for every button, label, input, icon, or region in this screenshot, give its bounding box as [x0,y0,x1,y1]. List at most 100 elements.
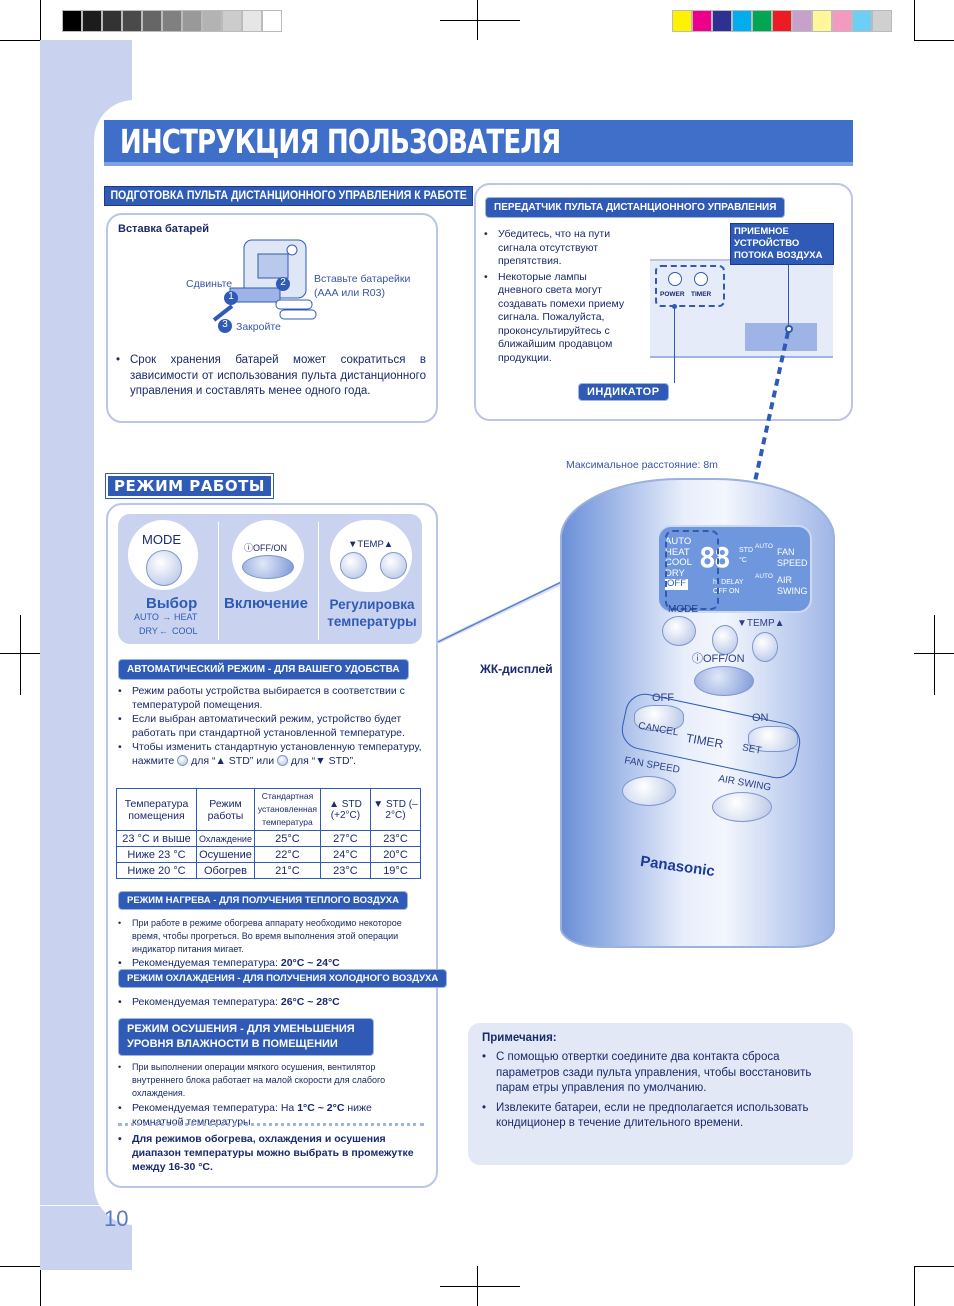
registration-swatch [182,10,202,32]
temp-adjust-label: Регулировка температуры [327,597,417,629]
gray-registration-strip [62,10,282,32]
lcd-highlight [665,530,719,610]
temp-down-button[interactable] [340,552,367,579]
crop-mark [934,615,935,695]
crop-mark [914,40,954,41]
receiver-leader [788,255,789,327]
lcd-display: AUTO HEAT COOL DRY OFF 88 STD °C hr DELA… [657,525,812,613]
offon-button[interactable] [242,555,294,579]
temp-buttons-label: ▼TEMP▲ [348,539,394,550]
mode-button-label: MODE [142,532,181,547]
lcd-auto1: AUTO [755,543,773,550]
lcd-unit: °C [739,557,747,564]
transmitter-header: ПЕРЕДАТЧИК ПУЛЬТА ДИСТАНЦИОННОГО УПРАВЛЕ… [485,197,786,218]
crop-mark [0,40,40,41]
registration-swatch [852,10,872,32]
transmitter-bullets: Убедитесь, что на пути сигнала отсутству… [484,228,634,366]
indicator-dot [672,304,677,309]
registration-swatch [792,10,812,32]
heat-mode-header: РЕЖИМ НАГРЕВА - ДЛЯ ПОЛУЧЕНИЯ ТЕПЛОГО ВО… [118,891,409,910]
registration-swatch [202,10,222,32]
remote-offon-button[interactable] [694,666,754,696]
table-row: 23 °C и выше Охлаждение 25°C 27°C 23°C [115,830,422,847]
table-row: Ниже 23 °C Осушение 22°C 24°C 20°C [115,846,422,863]
title-bar: ИНСТРУКЦИЯ ПОЛЬЗОВАТЕЛЯ [104,120,853,166]
lcd-delay2: OFF ON [713,588,740,595]
registration-swatch [162,10,182,32]
receiver-label: ПРИЕМНОЕ УСТРОЙСТВО ПОТОКА ВОЗДУХА [730,223,834,265]
registration-swatch [82,10,102,32]
registration-swatch [832,10,852,32]
lcd-std: STD [739,547,753,554]
remote-fan-speed-label: FAN SPEED [623,755,681,776]
arrow-right-icon: → [162,612,171,622]
remote-mode-button[interactable] [662,616,696,646]
divider [218,522,219,640]
power-lamp-icon [668,272,682,286]
registration-swatch [712,10,732,32]
indicator-area [655,265,725,307]
remote-offon-label: ⓘOFF/ON [692,653,745,665]
registration-swatch [692,10,712,32]
max-distance: Максимальное расстояние: 8m [566,459,718,471]
crop-mark [40,0,41,40]
indicator-leader [674,309,675,383]
power-label: Включение [224,595,308,612]
step-1-badge: 1 [224,291,238,305]
insert-label: Вставьте батарейки (ААА или R03) [314,273,411,299]
remote-mode-label: MODE [668,604,698,615]
registration-swatch [672,10,692,32]
remote-off-label: OFF [652,692,674,704]
remote-temp-down-button[interactable] [712,625,738,655]
crop-mark [0,1266,40,1267]
dry-mode-bullets: При выполнении операции мягкого осушения… [118,1061,426,1130]
cool-mode-header: РЕЖИМ ОХЛАЖДЕНИЯ - ДЛЯ ПОЛУЧЕНИЯ ХОЛОДНО… [118,969,448,988]
remote-air-swing-button[interactable] [712,792,772,822]
temp-up-button[interactable] [380,552,407,579]
registration-swatch [102,10,122,32]
mode-header: РЕЖИМ РАБОТЫ [105,473,274,499]
crop-mark [20,615,21,695]
auto-mode-table: Температура помещения Режим работы Станд… [115,788,422,879]
crop-mark [477,1266,478,1306]
lcd-delay: hr DELAY [713,579,744,586]
page-number: 10 [104,1206,129,1231]
registration-swatch [242,10,262,32]
dry-mode-header: РЕЖИМ ОСУШЕНИЯ - ДЛЯ УМЕНЬШЕНИЯ УРОВНЯ В… [118,1018,374,1056]
registration-swatch [872,10,892,32]
page-title: ИНСТРУКЦИЯ ПОЛЬЗОВАТЕЛЯ [119,122,561,161]
receiver-window [745,323,817,351]
signal-path [750,331,790,496]
remote-off-timer-button[interactable] [634,705,684,731]
select-label: Выбор [146,595,198,612]
temp-up-inline-icon [177,755,189,767]
power-label: POWER [660,291,685,298]
brand-logo: Panasonic [639,852,716,881]
arrow-left-icon: ← [159,626,168,636]
auto-mode-header: АВТОМАТИЧЕСКИЙ РЕЖИМ - ДЛЯ ВАШЕГО УДОБСТ… [118,659,409,680]
prep-header: ПОДГОТОВКА ПУЛЬТА ДИСТАНЦИОННОГО УПРАВЛЕ… [104,186,505,206]
remote-temp-up-button[interactable] [752,632,778,662]
registration-swatch [772,10,792,32]
offon-button-label: ⓘOFF/ON [244,543,287,553]
table-row: Ниже 20 °C Обогрев 21°C 23°C 19°C [115,862,422,879]
temp-down-inline-icon [276,755,288,767]
registration-swatch [142,10,162,32]
mode-button[interactable] [146,550,182,586]
indicator-label: ИНДИКАТОР [578,383,669,401]
remote-fan-speed-button[interactable] [622,776,676,806]
table-header-row: Температура помещения Режим работы Станд… [115,788,422,831]
crop-mark [914,1266,954,1267]
page-number-rule [40,1205,132,1206]
lcd-mode-list: AUTO HEAT COOL DRY OFF [665,536,692,590]
cycle-dry: DRY [139,626,158,636]
cycle-heat: HEAT [174,612,198,622]
notes-list: С помощью отвертки соедините два контакт… [482,1050,814,1133]
cycle-cool: COOL [172,626,198,636]
notes-title: Примечания: [482,1032,557,1044]
remote-on-timer-button[interactable] [748,726,798,752]
timer-label: TIMER [691,291,712,298]
remote-control: AUTO HEAT COOL DRY OFF 88 STD °C hr DELA… [560,478,835,948]
